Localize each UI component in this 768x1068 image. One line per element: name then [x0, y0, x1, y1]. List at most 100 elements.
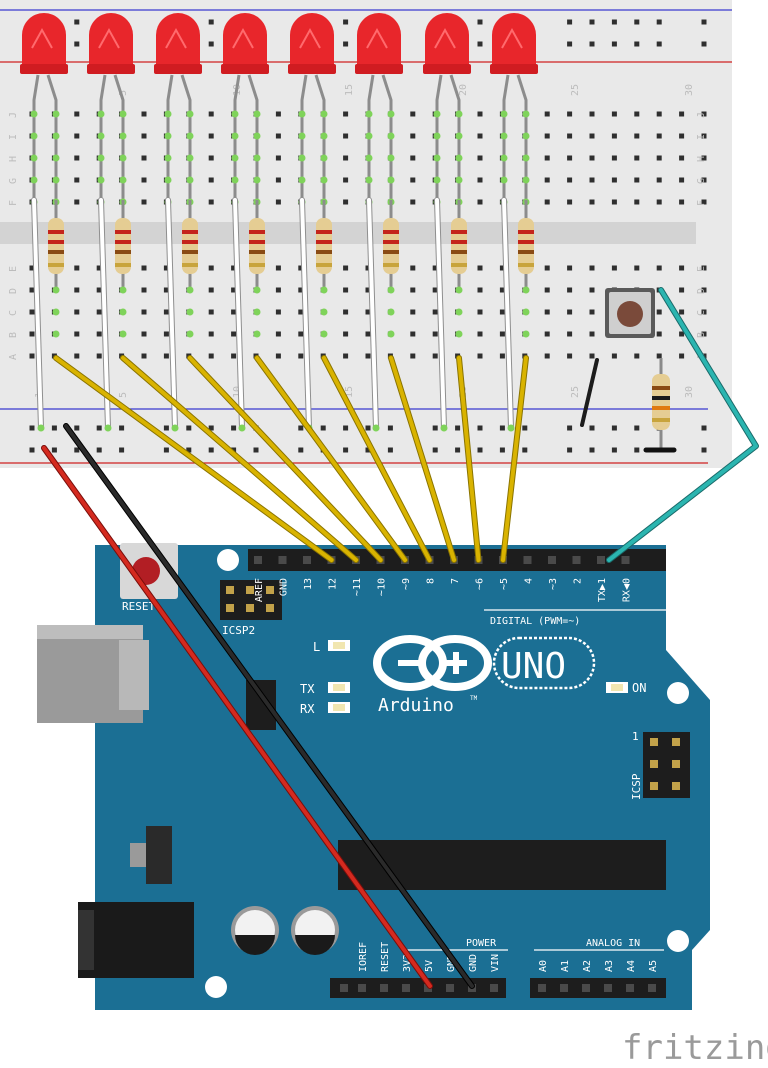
led-highlight [98, 27, 120, 49]
power-pin[interactable] [402, 984, 410, 992]
board-pcb [95, 545, 710, 1010]
breadboard-hole [74, 447, 80, 453]
digital-pin[interactable] [572, 556, 581, 564]
led-tx-lens [333, 684, 345, 691]
led-leg [166, 74, 174, 200]
hole-highlight [186, 330, 194, 338]
analog-pin[interactable] [604, 984, 612, 992]
breadboard-hole [298, 287, 304, 293]
breadboard-hole [343, 265, 349, 271]
analog-pin[interactable] [538, 984, 546, 992]
hole-highlight [387, 176, 395, 184]
breadboard-hole [231, 353, 237, 359]
signal-wire [457, 356, 481, 562]
power-pin[interactable] [358, 984, 366, 992]
digital-pin[interactable] [278, 556, 287, 564]
led-leg [180, 74, 192, 200]
breadboard-hole [589, 111, 595, 117]
breadboard-hole [679, 287, 685, 293]
breadboard-hole [567, 177, 573, 183]
breadboard-hole [141, 287, 147, 293]
breadboard-hole [611, 265, 617, 271]
capacitor [291, 906, 339, 955]
push-button-cap[interactable] [617, 301, 643, 327]
dc-power-jack-edge [78, 910, 94, 970]
breadboard-hole [29, 425, 35, 431]
resistor-band [451, 240, 467, 244]
digital-pin-label: GND [279, 578, 290, 596]
hole-highlight [500, 154, 508, 162]
breadboard-hole [679, 155, 685, 161]
resistor-band [249, 250, 265, 254]
breadboard-hole [186, 447, 192, 453]
digital-pin[interactable] [254, 556, 262, 564]
breadboard-hole [141, 199, 147, 205]
digital-pin[interactable] [548, 556, 556, 564]
breadboard-hole [567, 199, 573, 205]
signal-wires [53, 355, 529, 563]
led-leg [46, 74, 58, 200]
hole-highlight [320, 154, 328, 162]
digital-pin-label: ~9 [401, 578, 412, 590]
red-led [156, 13, 200, 70]
breadboard-hole [163, 331, 169, 337]
breadboard-hole [611, 447, 617, 453]
analog-pin[interactable] [560, 984, 568, 992]
digital-pin[interactable] [523, 556, 532, 564]
breadboard-hole [701, 199, 707, 205]
breadboard-hole [208, 19, 214, 25]
power-pin[interactable] [380, 984, 388, 992]
digital-pin-label: 2 [573, 578, 584, 584]
breadboard-hole [432, 309, 438, 315]
digital-pin[interactable] [303, 556, 311, 564]
digital-section-label: DIGITAL (PWM=~) [490, 616, 580, 627]
power-pin-label: IOREF [358, 942, 369, 972]
power-pin-label: 3V3 [402, 954, 413, 972]
analog-pin[interactable] [626, 984, 634, 992]
breadboard-hole [208, 133, 214, 139]
breadboard-hole [74, 155, 80, 161]
signal-wire [54, 356, 334, 562]
breadboard-hole [567, 447, 573, 453]
breadboard-hole [343, 331, 349, 337]
breadboard-hole [208, 265, 214, 271]
hole-highlight [387, 154, 395, 162]
row-letter: A [8, 354, 19, 360]
analog-pin[interactable] [648, 984, 656, 992]
digital-pin-label: RX◀0 [622, 578, 633, 602]
digital-pin[interactable] [621, 556, 630, 564]
breadboard-hole [634, 425, 640, 431]
hole-highlight [387, 330, 395, 338]
breadboard-hole [231, 425, 237, 431]
power-pin-label: RESET [380, 942, 391, 972]
hole-highlight [522, 154, 530, 162]
led-flange [490, 64, 538, 74]
hole-highlight [30, 154, 38, 162]
breadboard-hole [208, 353, 214, 359]
hole-highlight [253, 110, 261, 118]
led-highlight [165, 27, 187, 49]
red-led [425, 13, 469, 70]
reset-label: RESET [122, 600, 155, 613]
hole-highlight [104, 424, 112, 432]
digital-pin-label: ~5 [499, 578, 510, 590]
breadboard-hole [343, 447, 349, 453]
led-flange [154, 64, 202, 74]
breadboard-hole [701, 309, 707, 315]
breadboard-hole [74, 425, 80, 431]
analog-pin[interactable] [582, 984, 590, 992]
led-leg [314, 74, 326, 200]
breadboard-hole [567, 425, 573, 431]
digital-pin[interactable] [597, 556, 605, 564]
power-pin[interactable] [446, 984, 454, 992]
hole-highlight [500, 110, 508, 118]
power-pin[interactable] [490, 984, 498, 992]
hole-highlight [186, 286, 194, 294]
breadboard-hole [343, 353, 349, 359]
power-pin[interactable] [340, 984, 348, 992]
breadboard-hole [701, 287, 707, 293]
breadboard-hole [499, 309, 505, 315]
hole-highlight [387, 110, 395, 118]
breadboard-hole [477, 447, 483, 453]
